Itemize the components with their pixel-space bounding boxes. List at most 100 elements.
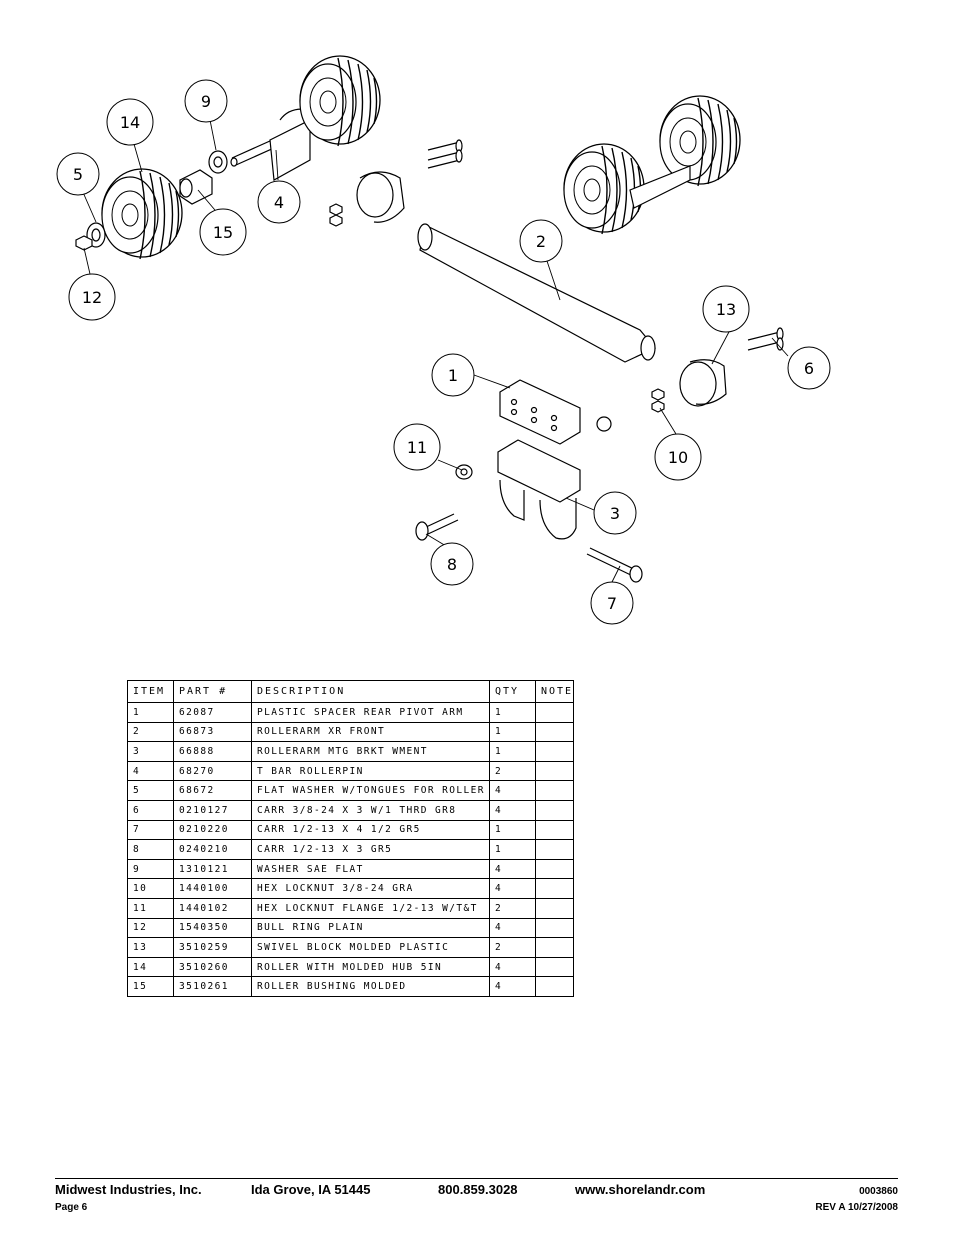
cell-qty: 1: [489, 819, 536, 841]
cell-note: [534, 937, 575, 958]
callout-numbers: 1 2 3 4 5 6 7 8 9 10 11 12 13 14 15: [73, 92, 814, 613]
cell-qty: 4: [489, 858, 536, 880]
cell-note: [534, 819, 575, 841]
callout-7: 7: [607, 594, 617, 613]
cell-item: 4: [127, 760, 174, 782]
cell-item: 11: [127, 897, 174, 919]
cell-item: 1: [127, 702, 174, 723]
callout-1: 1: [448, 366, 458, 385]
callout-10: 10: [668, 448, 688, 467]
cell-desc: ROLLERARM MTG BRKT WMENT: [251, 741, 490, 762]
header-item: ITEM: [127, 680, 174, 703]
cell-desc: SWIVEL BLOCK MOLDED PLASTIC: [251, 937, 490, 958]
cell-part: 68672: [173, 780, 252, 801]
footer-revision: REV A 10/27/2008: [815, 1202, 898, 1213]
cell-desc: ROLLER BUSHING MOLDED: [251, 976, 490, 997]
cell-note: [534, 721, 575, 743]
cell-note: [534, 760, 575, 782]
callout-balloons: [56, 79, 831, 625]
cell-desc: CARR 3/8-24 X 3 W/1 THRD GR8: [251, 799, 490, 821]
footer-website: www.shorelandr.com: [575, 1182, 706, 1197]
cell-part: 66873: [173, 721, 252, 743]
cell-part: 3510260: [173, 956, 252, 978]
callout-3: 3: [610, 504, 620, 523]
cell-note: [534, 956, 575, 978]
cell-part: 68270: [173, 760, 252, 782]
cell-desc: PLASTIC SPACER REAR PIVOT ARM: [251, 702, 490, 723]
cell-part: 1310121: [173, 858, 252, 880]
cell-part: 3510259: [173, 937, 252, 958]
cell-qty: 4: [489, 780, 536, 801]
header-note: NOTE: [534, 680, 575, 703]
cell-part: 1540350: [173, 917, 252, 939]
leader-lines: [81, 119, 789, 583]
cell-part: 1440100: [173, 878, 252, 899]
table-header-row: ITEM PART # DESCRIPTION QTY NOTE: [127, 680, 575, 703]
cell-note: [534, 976, 575, 997]
cell-qty: 4: [489, 799, 536, 821]
cell-note: [534, 897, 575, 919]
cell-qty: 2: [489, 897, 536, 919]
cell-desc: WASHER SAE FLAT: [251, 858, 490, 880]
cell-qty: 4: [489, 878, 536, 899]
exploded-parts-diagram: 1 2 3 4 5 6 7 8 9 10 11 12 13 14 15: [56, 55, 831, 625]
cell-desc: HEX LOCKNUT FLANGE 1/2-13 W/T&T: [251, 897, 490, 919]
callout-11: 11: [407, 438, 427, 457]
callout-13: 13: [716, 300, 736, 319]
cell-desc: T BAR ROLLERPIN: [251, 760, 490, 782]
cell-item: 8: [127, 839, 174, 860]
cell-qty: 1: [489, 702, 536, 723]
cell-note: [534, 839, 575, 860]
cell-desc: ROLLER WITH MOLDED HUB 5IN: [251, 956, 490, 978]
cell-desc: ROLLERARM XR FRONT: [251, 721, 490, 743]
cell-note: [534, 878, 575, 899]
callout-14: 14: [120, 113, 140, 132]
cell-qty: 1: [489, 721, 536, 743]
cell-desc: FLAT WASHER W/TONGUES FOR ROLLER: [251, 780, 490, 801]
callout-15: 15: [213, 223, 233, 242]
cell-qty: 4: [489, 917, 536, 939]
cell-item: 10: [127, 878, 174, 899]
callout-6: 6: [804, 359, 814, 378]
cell-qty: 4: [489, 976, 536, 997]
cell-item: 12: [127, 917, 174, 939]
cell-note: [534, 780, 575, 801]
cell-desc: CARR 1/2-13 X 3 GR5: [251, 839, 490, 860]
cell-part: 0210127: [173, 799, 252, 821]
cell-part: 66888: [173, 741, 252, 762]
cell-desc: CARR 1/2-13 X 4 1/2 GR5: [251, 819, 490, 841]
cell-desc: HEX LOCKNUT 3/8-24 GRA: [251, 878, 490, 899]
cell-note: [534, 741, 575, 762]
footer-doc-number: 0003860: [859, 1186, 898, 1197]
cell-qty: 4: [489, 956, 536, 978]
cell-qty: 1: [489, 741, 536, 762]
callout-2: 2: [536, 232, 546, 251]
cell-part: 0240210: [173, 839, 252, 860]
cell-item: 15: [127, 976, 174, 997]
cell-note: [534, 858, 575, 880]
footer-phone: 800.859.3028: [438, 1182, 518, 1197]
cell-desc: BULL RING PLAIN: [251, 917, 490, 939]
footer-city: Ida Grove, IA 51445: [251, 1182, 371, 1197]
cell-item: 14: [127, 956, 174, 978]
cell-part: 1440102: [173, 897, 252, 919]
footer-page: Page 6: [55, 1202, 88, 1213]
footer-company: Midwest Industries, Inc.: [55, 1182, 202, 1197]
cell-item: 13: [127, 937, 174, 958]
cell-part: 0210220: [173, 819, 252, 841]
footer-rule: [55, 1178, 898, 1179]
